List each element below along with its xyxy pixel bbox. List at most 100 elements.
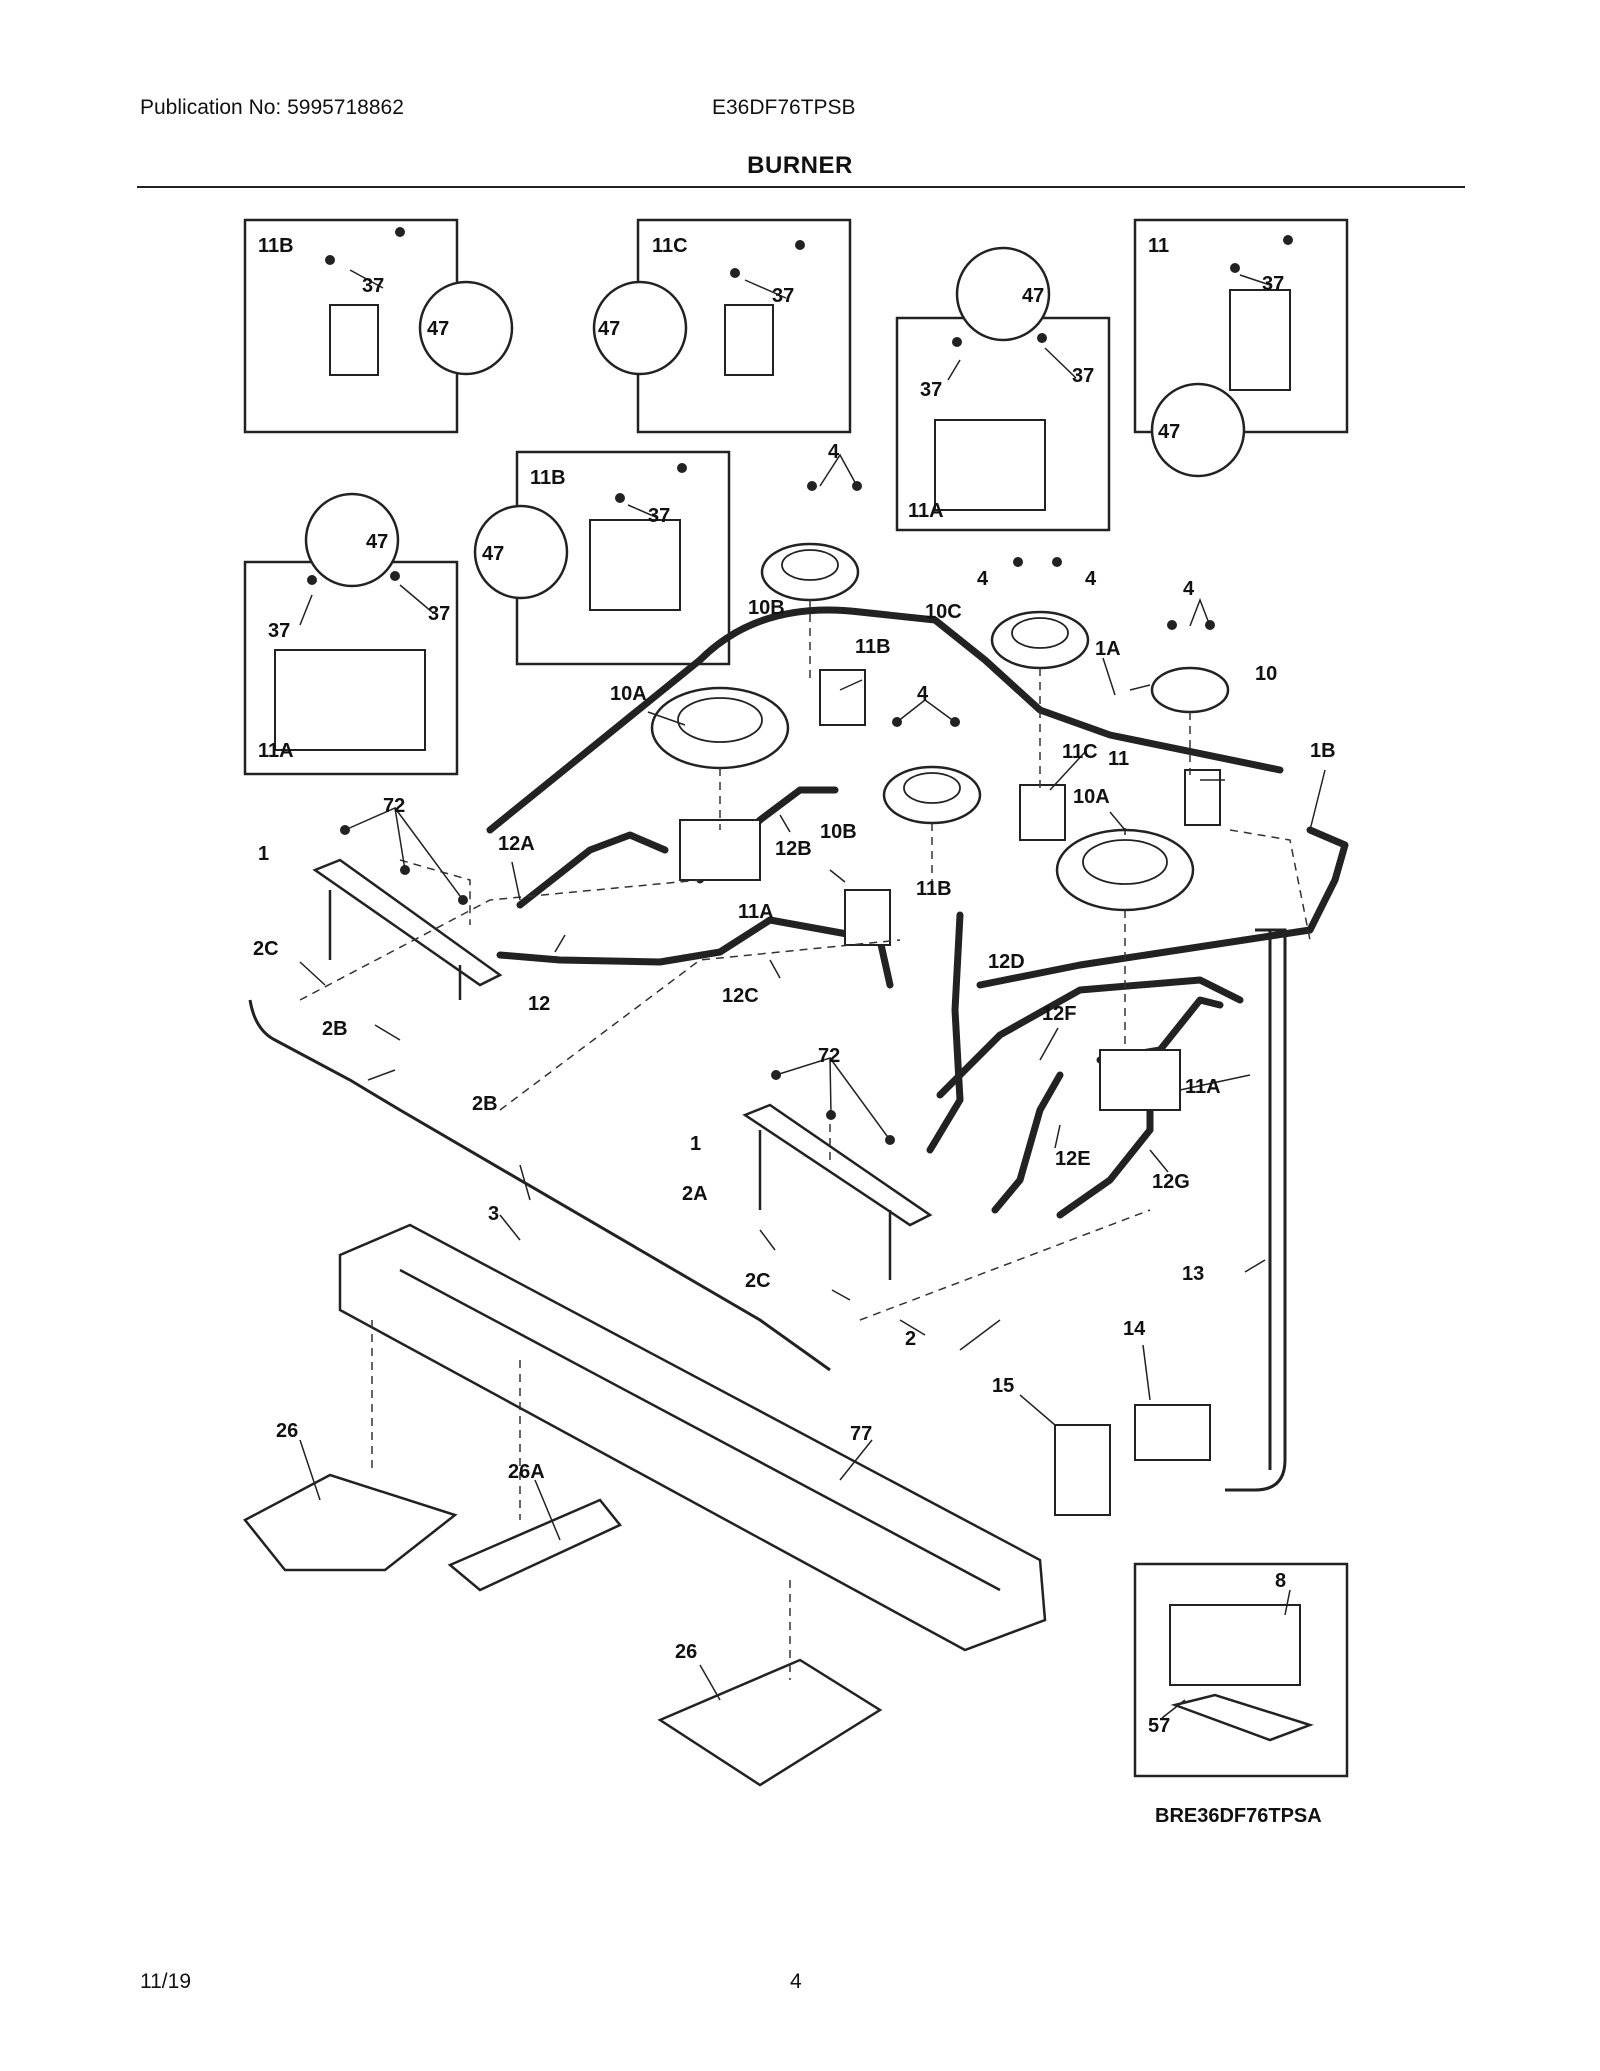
plate-26-left (243, 1473, 458, 1572)
callout-label: 15 (992, 1375, 1014, 1397)
gas-tube-12e (991, 1071, 1064, 1214)
bracket-15 (1054, 1424, 1111, 1516)
callout-label: 26 (675, 1641, 697, 1663)
callout-label: 10B (748, 597, 785, 619)
callout-label: 4 (1183, 578, 1195, 600)
callout-label: 47 (427, 318, 449, 340)
callout-label: 11B (916, 878, 952, 900)
inset-box-8-57 (1133, 1562, 1349, 1778)
part-11a-body-f (274, 649, 426, 751)
callout-label: 8 (1275, 1570, 1286, 1592)
callout-label: 26 (276, 1420, 298, 1442)
callout-label: 2C (745, 1270, 771, 1292)
callout-label: 12A (498, 833, 535, 855)
gas-tube-12d (926, 911, 964, 1154)
burner-10b-mid (882, 765, 982, 825)
callout-label: 2B (472, 1093, 498, 1115)
callout-label: 11B (530, 467, 566, 489)
callout-label: 4 (917, 683, 929, 705)
callout-label: 2B (322, 1018, 348, 1040)
orifice-holder-11b (819, 669, 866, 726)
orifice-47-circle-a (418, 280, 514, 376)
burner-10a-left (650, 686, 790, 770)
ignition-module-8 (1169, 1604, 1301, 1686)
callout-label: 37 (1072, 365, 1094, 387)
callout-label: 11C (1062, 741, 1098, 763)
gas-tube-12c-alt (936, 976, 1244, 1099)
callout-label: 2 (905, 1328, 916, 1350)
callout-label: 3 (488, 1203, 499, 1225)
callout-label: 1 (258, 843, 269, 865)
callout-label: 10A (1073, 786, 1110, 808)
callout-label: 37 (1262, 273, 1284, 295)
callout-label: 72 (818, 1045, 840, 1067)
part-11a-body-c (934, 419, 1046, 511)
burner-10c (990, 610, 1090, 670)
orifice-47-circle-f (304, 492, 400, 588)
part-11b-body-e (589, 519, 681, 611)
diagram-code: BRE36DF76TPSA (1155, 1805, 1322, 1827)
callout-label: 47 (1022, 285, 1044, 307)
callout-label: 10 (1255, 663, 1277, 685)
callout-label: 47 (598, 318, 620, 340)
callout-label: 37 (268, 620, 290, 642)
callout-label: 4 (977, 568, 989, 590)
callout-label: 26A (508, 1461, 545, 1483)
orifice-47-circle-e (473, 504, 569, 600)
callout-label: 10A (610, 683, 647, 705)
callout-label: 37 (920, 379, 942, 401)
bracket-57 (1170, 1693, 1314, 1742)
callout-label: 47 (482, 543, 504, 565)
model-number: E36DF76TPSB (712, 96, 856, 119)
publication-number: Publication No: 5995718862 (140, 96, 404, 119)
footer-date: 11/19 (140, 1970, 191, 1993)
gas-tube-12 (496, 916, 894, 989)
valve-bracket-1-lower (742, 1103, 933, 1280)
manifold-pipe-13 (1225, 928, 1287, 1492)
burner-10a-right (1055, 828, 1195, 912)
header-rule (137, 186, 1465, 188)
callout-label: 14 (1123, 1318, 1146, 1340)
callout-label: 11A (1185, 1076, 1221, 1098)
callout-label: 37 (648, 505, 670, 527)
callout-label: 37 (428, 603, 450, 625)
burner-10 (1150, 666, 1230, 714)
valve-14 (1134, 1404, 1211, 1461)
callout-label: 12 (528, 993, 550, 1015)
orifice-47-circle-b (592, 280, 688, 376)
gas-tube-1b (976, 826, 1349, 989)
callout-label: 11C (652, 235, 688, 257)
callout-label: 12F (1042, 1003, 1076, 1025)
callout-label: 2A (682, 1183, 708, 1205)
valve-block-11a-right (1099, 1049, 1181, 1111)
gas-tube-12a (516, 831, 669, 909)
callout-label: 47 (366, 531, 388, 553)
callout-label: 11 (1148, 235, 1169, 257)
callout-label: 37 (772, 285, 794, 307)
callout-label: 47 (1158, 421, 1180, 443)
plate-26-bottom (657, 1658, 883, 1787)
callout-label: 12G (1152, 1171, 1190, 1193)
callout-label: 11A (908, 500, 944, 522)
callout-label: 11A (738, 901, 774, 923)
section-title: BURNER (747, 152, 853, 179)
orifice-holder-11b-low (844, 889, 891, 946)
valve-bracket-1-upper (312, 858, 503, 1000)
part-11c-body-a (724, 304, 774, 376)
frame-77 (338, 1223, 1047, 1652)
harness-3 (248, 999, 831, 1372)
callout-label: 1 (690, 1133, 701, 1155)
page-number: 4 (790, 1970, 802, 1993)
callout-label: 12B (775, 838, 812, 860)
callout-label: 12C (722, 985, 759, 1007)
part-11-body-d (1229, 289, 1291, 391)
callout-label: 4 (1085, 568, 1097, 590)
callout-label: 11A (258, 740, 294, 762)
callout-label: 1B (1310, 740, 1336, 762)
callout-label: 72 (383, 795, 405, 817)
plate-26a (447, 1498, 622, 1592)
callout-label: 2C (253, 938, 279, 960)
callout-label: 12E (1055, 1148, 1091, 1170)
part-11b-body-a (329, 304, 379, 376)
orifice-47-circle-d (1150, 382, 1246, 478)
